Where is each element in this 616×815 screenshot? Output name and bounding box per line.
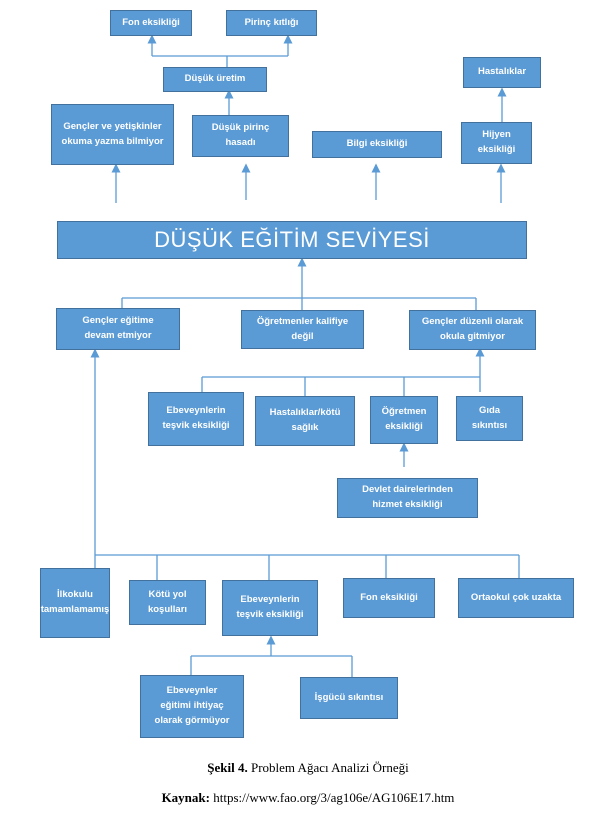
node-isgucu-sikintisi: İşgücü sıkıntısı <box>300 677 398 719</box>
node-ogretmenler-kalifiye: Öğretmenler kalifiye değil <box>241 310 364 349</box>
node-bilgi-eksikligi: Bilgi eksikliği <box>312 131 442 158</box>
node-dusuk-egitim-seviyesi: DÜŞÜK EĞİTİM SEVİYESİ <box>57 221 527 259</box>
node-ebeveyn-tesvik-mid: Ebeveynlerin teşvik eksikliği <box>148 392 244 446</box>
node-hijyen-eksikligi: Hijyen eksikliği <box>461 122 532 164</box>
node-ebeveyn-tesvik-low: Ebeveynlerin teşvik eksikliği <box>222 580 318 636</box>
node-gencler-okuma-yazma: Gençler ve yetişkinler okuma yazma bilmi… <box>51 104 174 165</box>
connector-layer <box>90 34 520 677</box>
node-gida-sikintisi: Gıda sıkıntısı <box>456 396 523 441</box>
source-url: https://www.fao.org/3/ag106e/AG106E17.ht… <box>209 790 455 805</box>
node-ortaokul-cok-uzakta: Ortaokul çok uzakta <box>458 578 574 618</box>
source-label: Kaynak: <box>161 790 210 805</box>
node-kotu-yol: Kötü yol koşulları <box>129 580 206 625</box>
node-dusuk-pirinc-hasadi: Düşük pirinç hasadı <box>192 115 289 157</box>
node-devlet-daireleri: Devlet dairelerinden hizmet eksikliği <box>337 478 478 518</box>
node-fon-eksikligi-top: Fon eksikliği <box>110 10 192 36</box>
node-ogretmen-eksikligi: Öğretmen eksikliği <box>370 396 438 444</box>
node-hastaliklar: Hastalıklar <box>463 57 541 88</box>
figure-caption: Şekil 4. Problem Ağacı Analizi Örneği <box>0 760 616 776</box>
node-gencler-egitime-devam: Gençler eğitime devam etmiyor <box>56 308 180 350</box>
figure-title: Problem Ağacı Analizi Örneği <box>247 760 409 775</box>
node-hastaliklar-kotu-saglik: Hastalıklar/kötü sağlık <box>255 396 355 446</box>
figure-source: Kaynak: https://www.fao.org/3/ag106e/AG1… <box>0 790 616 806</box>
node-pirinc-kitligi: Pirinç kıtlığı <box>226 10 317 36</box>
node-ilkokulu-tamamlamamis: İlkokulu tamamlamamış <box>40 568 110 638</box>
node-gencler-duzenli: Gençler düzenli olarak okula gitmiyor <box>409 310 536 350</box>
figure-label: Şekil 4. <box>207 760 248 775</box>
node-ebeveynler-gormuyor: Ebeveynler eğitimi ihtiyaç olarak görmüy… <box>140 675 244 738</box>
node-fon-eksikligi-low: Fon eksikliği <box>343 578 435 618</box>
node-dusuk-uretim: Düşük üretim <box>163 67 267 92</box>
